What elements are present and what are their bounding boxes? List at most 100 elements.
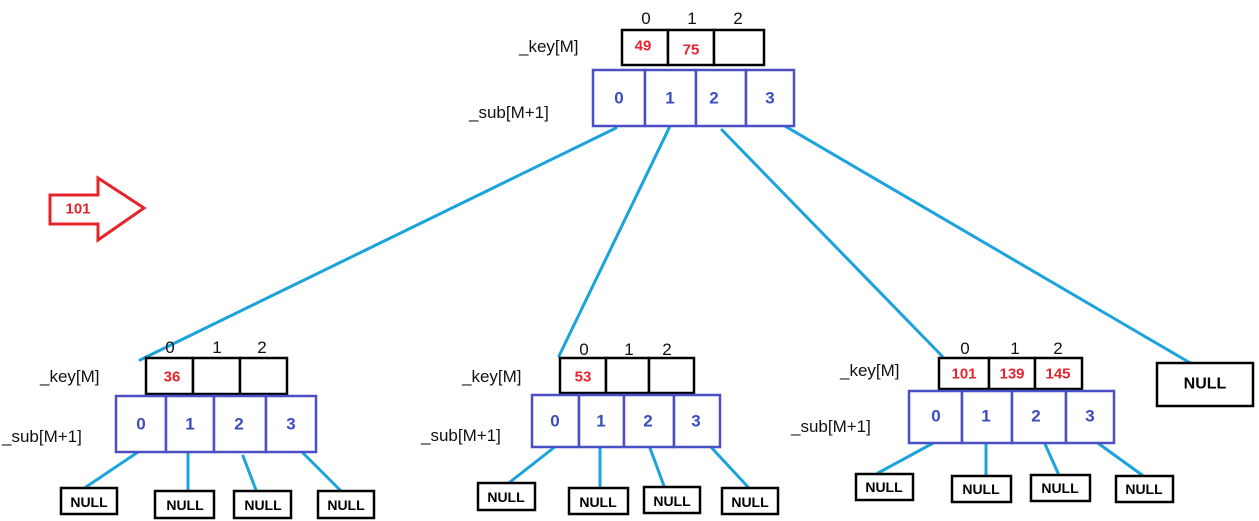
edge-child0-null2	[241, 454, 258, 492]
null-text: NULL	[1184, 376, 1227, 393]
key-array-label: _key[M]	[839, 361, 900, 380]
key-cell	[647, 356, 696, 395]
key-value: 139	[999, 366, 1024, 383]
sub-cell	[672, 393, 722, 449]
null-text: NULL	[244, 497, 282, 513]
key-value: 36	[164, 369, 181, 386]
sub-index: 3	[691, 412, 700, 431]
sub-index: 0	[550, 412, 559, 431]
null-text: NULL	[70, 494, 108, 510]
child-node-0: 0 1 2 _key[M] 36 _sub[M+1] 0 1 2 3 NULL …	[1, 338, 376, 520]
edge-child2-null3	[1093, 439, 1144, 477]
sub-cell	[212, 394, 268, 454]
sub-index: 2	[709, 89, 718, 108]
sub-index: 1	[981, 407, 990, 426]
null-text: NULL	[731, 494, 769, 510]
edge-root-child2	[720, 128, 944, 358]
sub-index: 2	[643, 412, 652, 431]
sub-cell	[960, 389, 1014, 445]
key-array-label: _key[M]	[39, 367, 100, 386]
sub-array-label: _sub[M+1]	[790, 417, 871, 436]
edge-root-child1	[557, 120, 674, 358]
null-box	[720, 486, 780, 516]
null-box	[950, 474, 1013, 504]
sub-index: 3	[765, 89, 774, 108]
sub-index: 2	[1031, 407, 1040, 426]
key-index-2: 2	[257, 338, 266, 357]
null-box	[1155, 361, 1255, 408]
key-index-1: 1	[1010, 339, 1019, 358]
null-text: NULL	[327, 497, 365, 513]
sub-index: 0	[136, 415, 145, 434]
sub-cell	[164, 394, 216, 454]
key-value: 145	[1045, 366, 1070, 383]
sub-index: 3	[1085, 407, 1094, 426]
edge-child1-null2	[648, 446, 666, 488]
sub-index: 0	[614, 89, 623, 108]
key-index-0: 0	[579, 340, 588, 359]
key-value: 101	[951, 366, 976, 383]
null-text: NULL	[962, 481, 1000, 497]
edge-root-child0	[138, 126, 618, 362]
sub-array-label: _sub[M+1]	[420, 426, 501, 445]
sub-array-label: _sub[M+1]	[468, 103, 549, 122]
key-array-label: _key[M]	[518, 37, 579, 56]
sub-index: 2	[234, 415, 243, 434]
sub-cell	[530, 393, 581, 449]
edge-child2-null2	[1043, 442, 1060, 475]
key-index-0: 0	[960, 339, 969, 358]
null-text: NULL	[487, 489, 525, 505]
null-box	[1114, 474, 1175, 504]
child-node-2: 0 1 2 _key[M] 101 139 145 _sub[M+1] 0 1 …	[790, 339, 1175, 504]
edge-root-child3	[776, 120, 1194, 366]
null-box	[153, 489, 216, 520]
null-text: NULL	[166, 497, 204, 513]
key-cell	[712, 28, 766, 67]
sub-index: 1	[185, 415, 194, 434]
sub-cell	[622, 393, 676, 449]
key-cell	[558, 356, 608, 395]
child-node-1: 0 1 2 _key[M] 53 _sub[M+1] 0 1 2 3 NULL …	[420, 340, 780, 516]
null-box	[59, 486, 119, 516]
key-array-label: _key[M]	[461, 367, 522, 386]
key-index-1: 1	[687, 9, 696, 28]
edge-child0-null0	[84, 448, 143, 489]
sub-cell	[1064, 389, 1116, 445]
sub-index: 1	[665, 89, 674, 108]
null-box	[1029, 473, 1092, 503]
edge-child0-null3	[298, 448, 342, 492]
key-index-0: 0	[641, 9, 650, 28]
edge-child1-null3	[708, 444, 750, 489]
sub-index: 0	[931, 407, 940, 426]
sub-cell	[744, 68, 796, 128]
sub-cell	[114, 394, 168, 454]
sub-cell	[591, 68, 647, 128]
null-text: NULL	[579, 494, 617, 510]
null-box	[854, 472, 915, 502]
sub-cell	[907, 389, 964, 445]
sub-cell	[264, 394, 318, 454]
sub-array-label: _sub[M+1]	[1, 427, 82, 446]
tree-edges	[84, 120, 1194, 492]
key-cell	[666, 28, 716, 67]
null-box	[476, 481, 537, 512]
key-value: 53	[575, 369, 592, 386]
null-box	[642, 485, 702, 515]
null-text: NULL	[1041, 480, 1079, 496]
key-index-0: 0	[165, 338, 174, 357]
root-node: 0 1 2 _key[M] 49 75 _sub[M+1] 0 1 2 3	[468, 9, 796, 128]
key-cell	[1033, 356, 1084, 391]
key-index-1: 1	[212, 338, 221, 357]
key-cell	[238, 356, 289, 396]
sub-index: 3	[286, 415, 295, 434]
null-text: NULL	[865, 479, 903, 495]
key-cell	[604, 356, 651, 395]
insert-arrow-shape	[48, 175, 147, 243]
edge-child1-null0	[508, 444, 558, 484]
key-value: 75	[683, 42, 700, 59]
sub-index: 1	[596, 412, 605, 431]
insert-arrow: 101	[48, 175, 147, 243]
null-text: NULL	[1125, 481, 1163, 497]
key-index-2: 2	[733, 9, 742, 28]
